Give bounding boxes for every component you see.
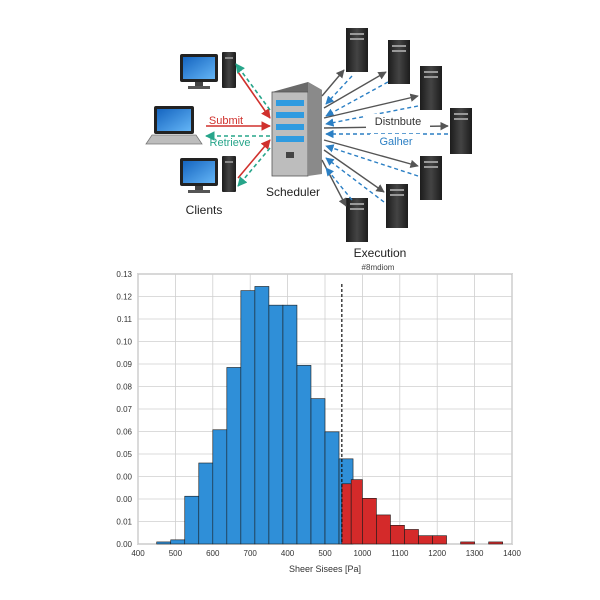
histogram-bar-red [341, 483, 352, 545]
server-tower-icon [346, 198, 368, 242]
histogram-bar-blue [170, 539, 186, 545]
y-tick-label: 0.00 [116, 473, 132, 482]
x-tick-label: 400 [281, 549, 295, 558]
y-tick-label: 0.09 [116, 360, 132, 369]
histogram-bar-red [350, 479, 363, 545]
histogram-bar-blue [240, 290, 256, 545]
scheduler-label: Scheduler [266, 185, 320, 199]
laptop-icon [145, 106, 203, 145]
histogram-bars [156, 286, 503, 545]
x-axis-tick-labels: 400 500 600 700 400 500 1000 1100 1200 1300 1400 [131, 549, 521, 558]
histogram-bar-red [404, 529, 419, 545]
gather-label: Galher [379, 136, 412, 148]
histogram-bar-red [418, 535, 433, 545]
server-tower-icon [450, 108, 472, 154]
histogram-bar-red [488, 541, 503, 545]
histogram-bar-blue [212, 429, 228, 545]
execution-sublabel: #8mdiom [362, 263, 395, 272]
histogram-bar-red [390, 525, 405, 545]
network-diagram: Clients Submit Retrieve Scheduler [145, 28, 472, 272]
histogram-bar-blue [184, 495, 200, 545]
y-tick-label: 0.12 [116, 293, 132, 302]
y-tick-label: 0.00 [116, 495, 132, 504]
y-tick-label: 0.01 [116, 518, 132, 527]
histogram-bar-blue [310, 398, 326, 545]
histogram-bar-blue [254, 286, 270, 545]
server-tower-icon [420, 156, 442, 200]
x-tick-label: 500 [318, 549, 332, 558]
x-tick-label: 600 [206, 549, 220, 558]
execution-label: Execution [354, 246, 407, 260]
histogram-bar-red [460, 541, 475, 545]
retrieve-arrow [235, 63, 271, 111]
server-tower-icon [346, 28, 368, 72]
histogram-bar-blue [324, 431, 340, 545]
y-axis-tick-labels: 0.00 0.01 0.00 0.00 0.05 0.06 0.07 0.08 0.09 0.10… [116, 270, 132, 549]
y-tick-label: 0.08 [116, 383, 132, 392]
histogram-bar-red [362, 498, 377, 545]
y-tick-label: 0.05 [116, 450, 132, 459]
submit-arrow [237, 71, 271, 119]
execution-servers [346, 28, 472, 242]
histogram-bar-blue [156, 541, 172, 545]
y-tick-label: 0.10 [116, 338, 132, 347]
y-tick-label: 0.00 [116, 540, 132, 549]
x-tick-label: 1100 [391, 549, 409, 558]
x-axis-label: Sheer Sisees [Pa] [289, 564, 361, 574]
server-tower-icon [388, 40, 410, 84]
y-tick-label: 0.11 [117, 315, 133, 324]
histogram-bar-red [432, 535, 447, 545]
histogram-bar-blue [226, 367, 242, 545]
distribute-label: Distnbute [375, 116, 421, 128]
retrieve-arrow [237, 147, 271, 187]
desktop-icon [180, 52, 236, 89]
server-tower-icon [420, 66, 442, 110]
submit-arrow [237, 139, 271, 179]
histogram-bar-blue [268, 304, 284, 545]
histogram-bar-red [376, 514, 391, 545]
server-tower-icon [386, 184, 408, 228]
x-tick-label: 1300 [466, 549, 484, 558]
clients-label: Clients [186, 203, 223, 217]
scheduler-server-icon [271, 82, 322, 177]
y-tick-label: 0.06 [116, 428, 132, 437]
histogram-bar-blue [282, 304, 298, 545]
histogram-chart: 0.00 0.01 0.00 0.00 0.05 0.06 0.07 0.08 0.09 0.10… [116, 270, 521, 574]
retrieve-label: Retrieve [210, 137, 251, 149]
histogram-bar-blue [198, 462, 214, 545]
x-tick-label: 700 [244, 549, 258, 558]
x-tick-label: 500 [169, 549, 183, 558]
y-tick-label: 0.13 [116, 270, 132, 279]
submit-label: Submit [209, 115, 243, 127]
x-tick-label: 1200 [428, 549, 446, 558]
x-tick-label: 1000 [354, 549, 372, 558]
y-tick-label: 0.07 [116, 405, 132, 414]
x-tick-label: 400 [131, 549, 145, 558]
histogram-bar-blue [296, 365, 312, 545]
x-tick-label: 1400 [503, 549, 521, 558]
desktop-icon [180, 156, 236, 193]
